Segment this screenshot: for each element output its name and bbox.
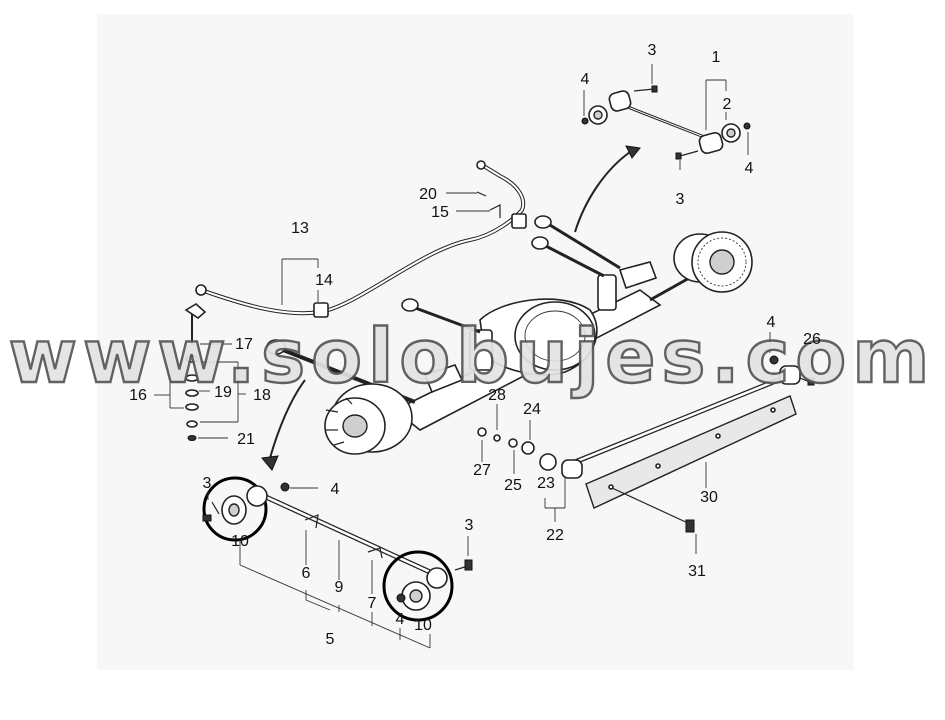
right-brake-drum: [673, 231, 753, 293]
callout-18: 18: [253, 387, 271, 404]
housing-arms: [266, 215, 621, 404]
callout-17: 17: [235, 336, 253, 353]
callout-23: 23: [537, 475, 555, 492]
callout-4: 4: [396, 611, 405, 628]
callout-28: 28: [488, 387, 506, 404]
callout-5: 5: [326, 631, 335, 648]
callout-labels: 1 2 3 3 4 4 20 15 13 14 17 16 19 18 21 4…: [129, 42, 821, 648]
callout-3: 3: [676, 191, 685, 208]
callout-4: 4: [767, 314, 776, 331]
callout-1: 1: [712, 49, 721, 66]
callout-4: 4: [581, 71, 590, 88]
callout-26: 26: [803, 331, 821, 348]
callout-3: 3: [648, 42, 657, 59]
left-brake-drum: [324, 383, 413, 455]
callout-20: 20: [419, 186, 437, 203]
callout-19: 19: [214, 384, 232, 401]
guard-plate: [585, 395, 797, 533]
callout-10: 10: [231, 533, 249, 550]
callout-21: 21: [237, 431, 255, 448]
stabilizer-bar: [195, 160, 527, 318]
callout-13: 13: [291, 220, 309, 237]
lower-control-arm: [202, 476, 473, 622]
callout-24: 24: [523, 401, 541, 418]
callout-31: 31: [688, 563, 706, 580]
callout-arrows: [261, 145, 641, 471]
callout-7: 7: [368, 595, 377, 612]
callout-27: 27: [473, 462, 491, 479]
leader-lines: [154, 64, 813, 649]
callout-2: 2: [723, 96, 732, 113]
callout-30: 30: [700, 489, 718, 506]
lateral-rod: [477, 355, 815, 479]
callout-10: 10: [414, 617, 432, 634]
watermark-text: www.solobujes.com: [9, 314, 936, 400]
callout-22: 22: [546, 527, 564, 544]
callout-25: 25: [504, 477, 522, 494]
callout-16: 16: [129, 387, 147, 404]
callout-4: 4: [745, 160, 754, 177]
callout-4: 4: [331, 481, 340, 498]
callout-14: 14: [315, 272, 333, 289]
callout-3: 3: [465, 517, 474, 534]
callout-15: 15: [431, 204, 449, 221]
upper-link-assembly: [581, 85, 751, 160]
callout-3: 3: [203, 475, 212, 492]
stabilizer-link: [184, 303, 207, 441]
callout-6: 6: [302, 565, 311, 582]
callout-9: 9: [335, 579, 344, 596]
